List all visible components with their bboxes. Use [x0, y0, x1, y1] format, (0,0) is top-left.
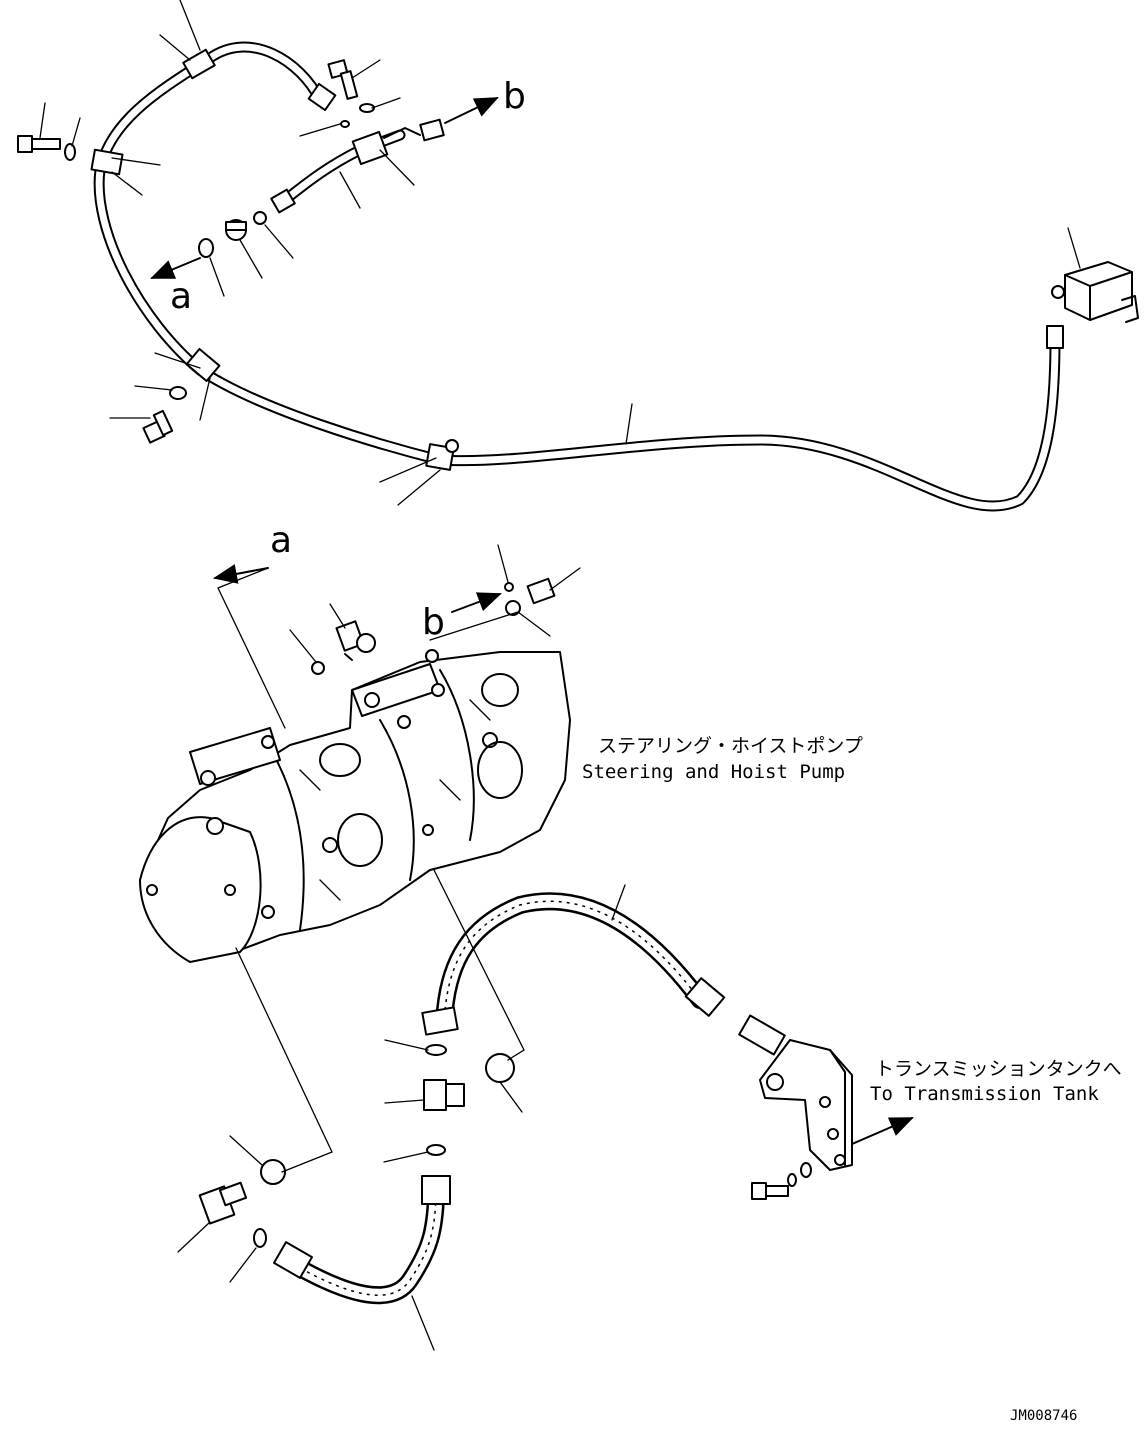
callout-a-top: a	[170, 276, 192, 317]
tank-label-jp: トランスミッションタンクへ	[875, 1058, 1122, 1080]
callout-b-top: b	[503, 76, 526, 117]
connector-b	[419, 118, 445, 142]
tank-label-en: To Transmission Tank	[870, 1083, 1099, 1105]
elbow-adapter	[198, 1181, 248, 1225]
hose-end-nut	[684, 977, 726, 1017]
arrow-to-tank	[851, 1117, 914, 1145]
washer	[64, 143, 76, 161]
o-ring	[311, 661, 325, 675]
elbow-fitting	[335, 620, 376, 661]
arrow-b-mid	[451, 592, 502, 613]
main-tube	[93, 41, 1061, 512]
plug	[526, 577, 556, 605]
tank-connector	[738, 1014, 786, 1056]
tube-clamp	[185, 347, 221, 383]
callout-b-mid: b	[422, 602, 445, 643]
arrow-b-top	[444, 97, 499, 124]
o-ring	[505, 600, 521, 616]
leader-lines-mid	[289, 544, 581, 663]
o-ring	[425, 1044, 447, 1056]
washer	[359, 103, 375, 113]
pump-label-en: Steering and Hoist Pump	[582, 761, 845, 783]
tube-end-nut	[307, 82, 337, 112]
path-to-lower-mid	[433, 869, 525, 1061]
flange-seal	[260, 1159, 286, 1185]
tank-bracket	[738, 1014, 853, 1171]
washer	[169, 386, 187, 400]
tube-clamp	[182, 48, 216, 80]
bolt	[142, 409, 174, 444]
hose-end-nut	[421, 1175, 451, 1205]
tube-clamp	[90, 148, 124, 176]
hose-end-nut	[421, 1006, 459, 1036]
tube-end-fitting	[1046, 325, 1064, 349]
washer	[787, 1173, 797, 1187]
arrow-a-mid	[213, 564, 269, 584]
arrow-a-top	[150, 257, 201, 279]
tee-fitting	[351, 130, 389, 166]
o-ring	[253, 1228, 267, 1248]
washer	[800, 1162, 812, 1178]
branch-tube-nut	[270, 188, 296, 214]
hose-end-nut	[273, 1241, 313, 1279]
leader-lines-top	[39, 0, 1081, 506]
o-ring	[504, 582, 514, 592]
drawing-code: JM008746	[1010, 1408, 1077, 1424]
pump-label-jp: ステアリング・ホイストポンプ	[598, 735, 863, 757]
lower-hose	[273, 1175, 451, 1305]
mounting-block	[1051, 261, 1139, 323]
path-a	[217, 567, 286, 729]
hose-to-transmission-tank	[421, 892, 726, 1036]
bracket-bolt	[751, 1182, 789, 1200]
banjo-bolt	[327, 59, 359, 100]
callout-a-mid: a	[270, 520, 292, 561]
o-ring	[198, 238, 214, 258]
plug	[225, 219, 247, 241]
leader-lines-lower	[177, 884, 626, 1351]
steering-hoist-pump	[139, 649, 571, 963]
o-ring	[340, 120, 350, 128]
o-ring	[253, 211, 267, 225]
adapter-fitting	[423, 1079, 465, 1111]
o-ring	[426, 1144, 446, 1156]
upper-tube-assembly	[17, 0, 1139, 512]
path-to-lower-left	[235, 947, 333, 1173]
bolt	[17, 135, 61, 153]
